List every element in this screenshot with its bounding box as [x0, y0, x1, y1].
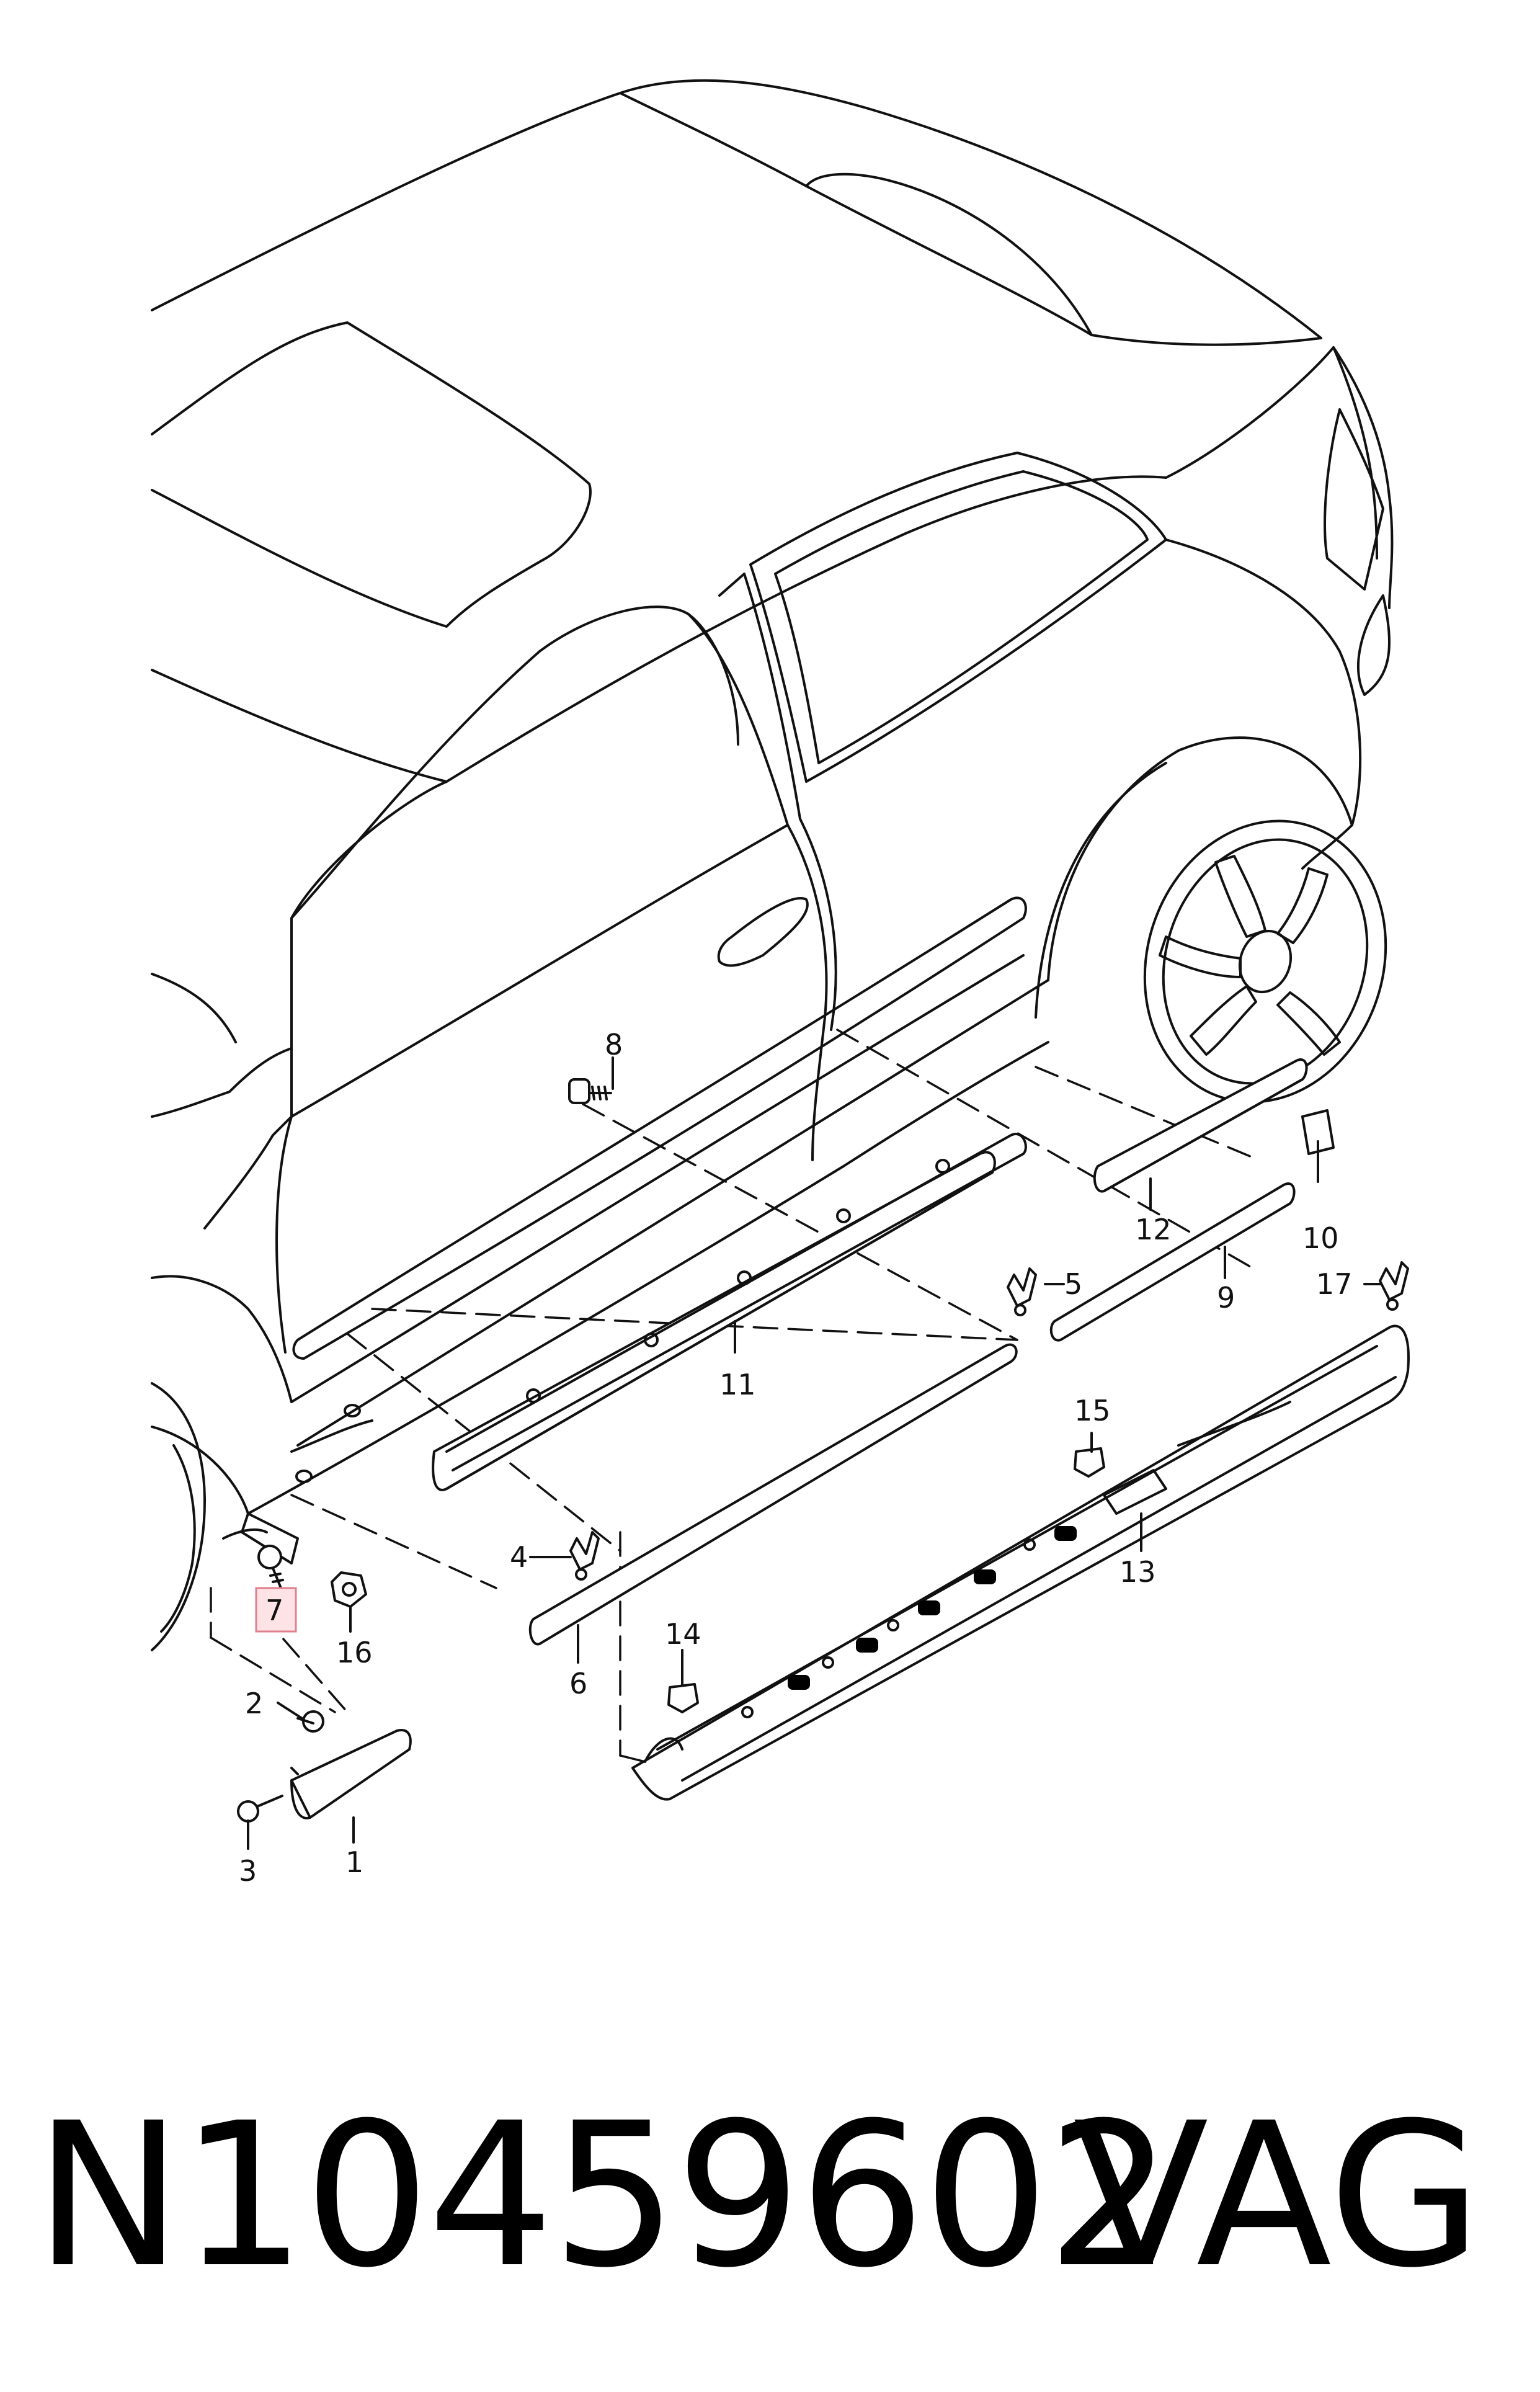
fastener-17-clip — [1379, 1261, 1409, 1311]
callout-4: 4 — [510, 1540, 528, 1574]
callout-5: 5 — [1064, 1267, 1082, 1301]
part-1-flap — [290, 1729, 412, 1819]
highlight-box-7 — [255, 1587, 297, 1633]
parts — [222, 1058, 1410, 1819]
callout-1: 1 — [345, 1845, 363, 1879]
parts-diagram: 8 11 12 9 10 5 17 4 6 15 13 14 16 7 2 3 … — [151, 79, 1410, 1888]
fastener-3-screw — [237, 1795, 283, 1823]
callout-17: 17 — [1316, 1267, 1353, 1301]
callout-2: 2 — [245, 1687, 263, 1720]
part-10-pad — [1301, 1109, 1335, 1155]
callout-9: 9 — [1217, 1281, 1235, 1314]
part-door-strip — [445, 1133, 1027, 1471]
fastener-5-clip — [1007, 1267, 1037, 1316]
fastener-4-clip — [569, 1531, 600, 1581]
callout-7: 7 — [265, 1594, 283, 1627]
part-9-moulding — [1049, 1182, 1296, 1342]
fastener-8-bolt — [568, 1078, 612, 1104]
callout-12: 12 — [1135, 1213, 1172, 1246]
callout-13: 13 — [1119, 1555, 1156, 1589]
brand-name: VAG — [1073, 2081, 1482, 2311]
callout-3: 3 — [239, 1854, 257, 1888]
part-number: N10459602 — [34, 2081, 1173, 2311]
callout-labels: 8 11 12 9 10 5 17 4 6 15 13 14 16 7 2 3 … — [239, 1028, 1353, 1888]
part-11-moulding — [432, 1151, 996, 1491]
leader-lines — [247, 1056, 1381, 1850]
callout-6: 6 — [569, 1667, 587, 1700]
callout-8: 8 — [605, 1028, 623, 1061]
fastener-16-nut — [331, 1571, 367, 1608]
callout-11: 11 — [719, 1368, 756, 1401]
fastener-15-clip — [1074, 1447, 1105, 1478]
part-6-strip — [528, 1343, 1018, 1646]
callout-10: 10 — [1302, 1221, 1339, 1255]
fastener-2-clip — [296, 1710, 324, 1733]
callout-16: 16 — [336, 1636, 373, 1669]
callout-15: 15 — [1074, 1394, 1111, 1427]
part-12-moulding — [1093, 1058, 1308, 1193]
fasteners — [237, 1078, 1409, 1823]
fastener-14-clip — [667, 1683, 699, 1713]
car-body-outline — [151, 79, 1394, 1651]
callout-14: 14 — [665, 1617, 701, 1651]
fastener-7-bolt — [257, 1545, 284, 1592]
part-13-sill — [631, 1324, 1410, 1801]
footer-caption: N10459602 VAG — [0, 2066, 1540, 2326]
